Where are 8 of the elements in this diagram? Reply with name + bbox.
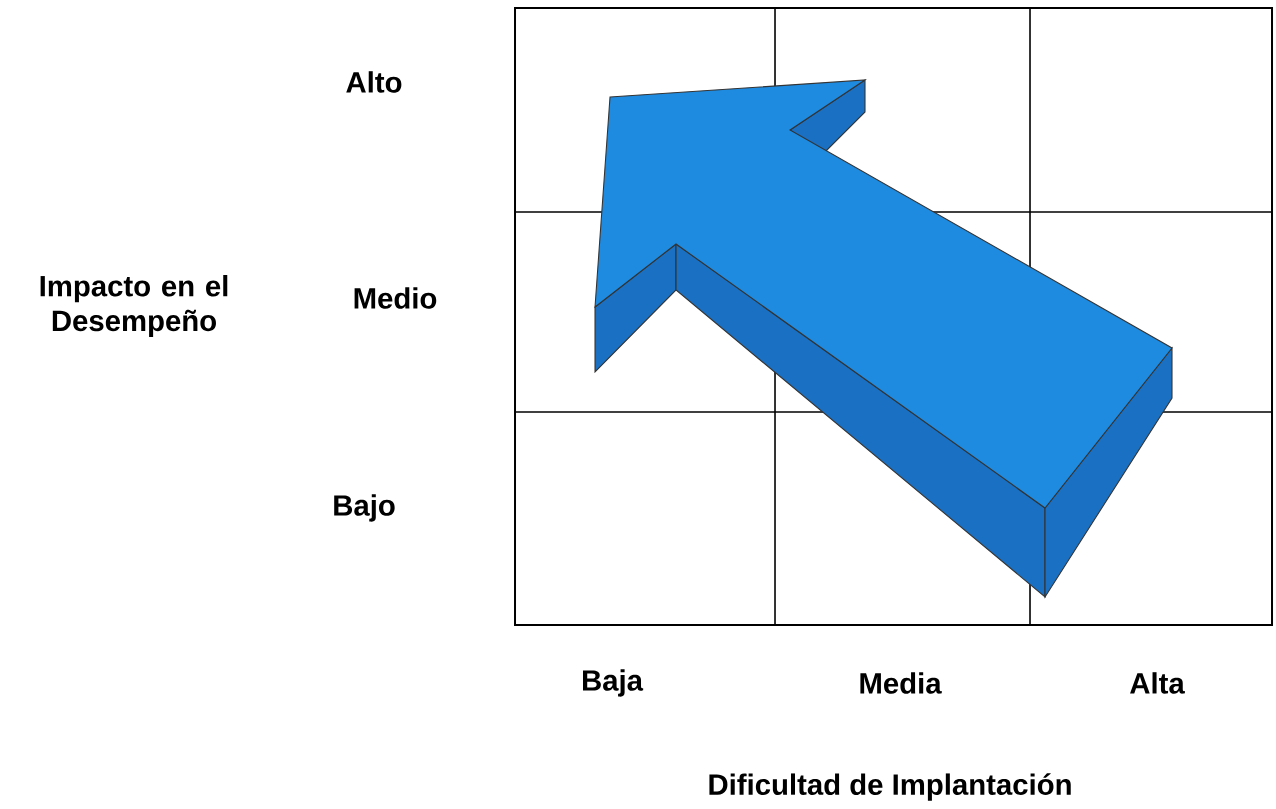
column-label: Media [860,672,942,694]
column-label: Alta [1130,672,1185,694]
axis-title: Dificultad de Implantación [709,773,1071,801]
row-label: Bajo [334,494,395,522]
row-label: Alto [346,71,402,93]
row-label: Medio [354,287,437,309]
axis-title: Impacto en el Desempeño [40,274,228,337]
column-label: Baja [583,669,644,697]
